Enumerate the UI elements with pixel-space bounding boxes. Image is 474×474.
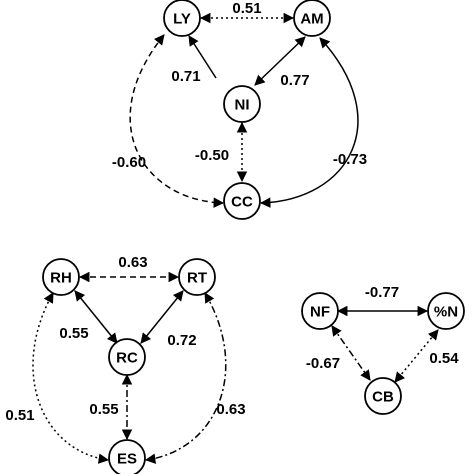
node-nf: NF <box>301 292 339 330</box>
label-pn-cb: 0.54 <box>429 350 459 367</box>
node-pn-label: %N <box>434 304 458 321</box>
node-rc: RC <box>108 338 146 376</box>
label-ni-ly: 0.71 <box>171 68 200 85</box>
node-pn: %N <box>427 292 465 330</box>
node-cc: CC <box>223 182 261 220</box>
node-ly: LY <box>163 0 201 37</box>
node-rt: RT <box>178 258 216 296</box>
node-nf-label: NF <box>310 304 330 321</box>
label-rc-es: 0.55 <box>89 401 118 418</box>
edge-rh-es <box>32 292 110 464</box>
node-ni: NI <box>223 85 261 123</box>
node-am-label: AM <box>300 11 323 28</box>
node-rh-label: RH <box>50 270 72 287</box>
node-ly-label: LY <box>173 11 191 28</box>
edge-rt-es <box>144 292 227 464</box>
node-rc-label: RC <box>116 350 138 367</box>
edge-pn-cb <box>394 329 439 383</box>
label-nf-pn: -0.77 <box>365 284 399 301</box>
label-nf-cb: -0.67 <box>306 355 340 372</box>
node-es: ES <box>108 439 146 474</box>
label-rt-rc: 0.72 <box>167 332 196 349</box>
edge-am-cc <box>259 37 359 208</box>
label-rh-es: 0.51 <box>5 407 34 424</box>
label-rh-rc: 0.55 <box>59 325 88 342</box>
node-am: AM <box>293 0 331 37</box>
label-rt-es: 0.63 <box>216 401 245 418</box>
node-cb-label: CB <box>372 389 394 406</box>
node-rt-label: RT <box>187 270 207 287</box>
label-rh-rt: 0.63 <box>118 254 147 271</box>
node-cb: CB <box>364 377 402 415</box>
label-ly-am: 0.51 <box>232 0 261 17</box>
label-am-cc: -0.73 <box>333 151 367 168</box>
edge-ly-cc <box>129 34 225 208</box>
node-es-label: ES <box>117 451 137 468</box>
node-rh: RH <box>42 258 80 296</box>
label-ni-am: 0.77 <box>280 72 309 89</box>
node-ni-label: NI <box>235 97 250 114</box>
node-cc-label: CC <box>231 194 253 211</box>
edge-nf-cb <box>331 325 371 381</box>
label-ly-cc: -0.60 <box>112 154 146 171</box>
label-ni-cc: -0.50 <box>195 147 229 164</box>
